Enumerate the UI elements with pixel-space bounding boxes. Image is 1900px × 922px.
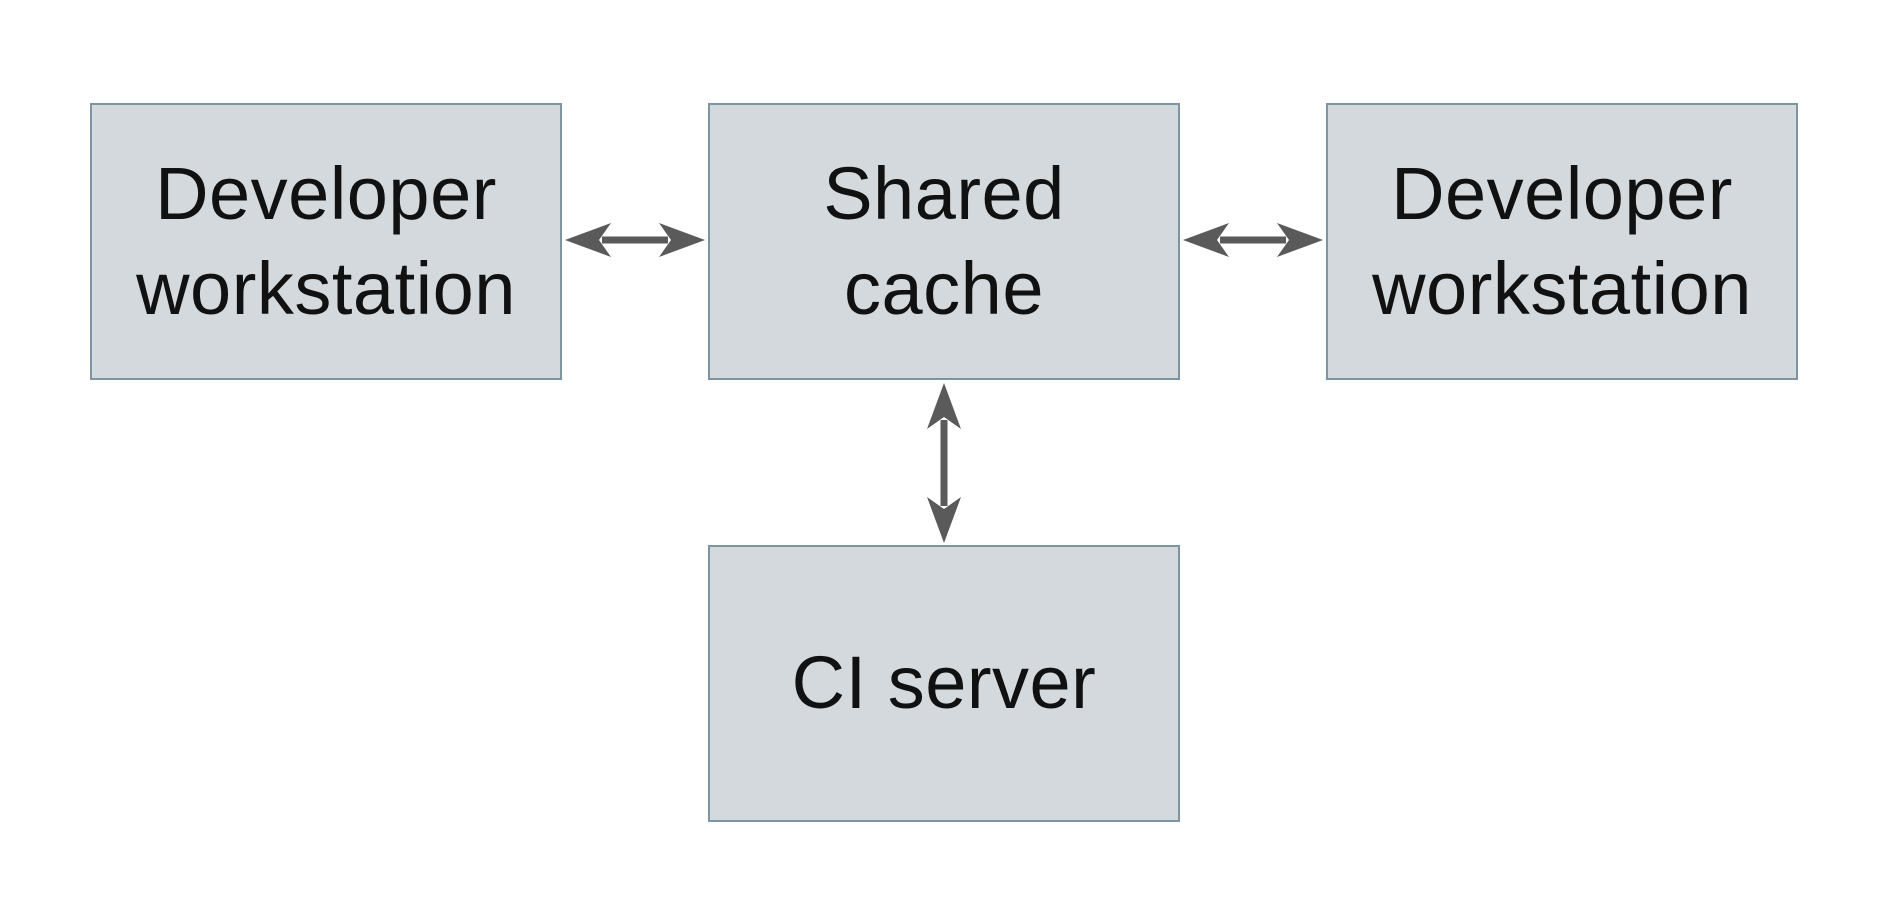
arrow-workstation-left-shared-cache [565,223,705,257]
node-label-developer-workstation-right: Developer workstation [1372,151,1752,330]
node-label-shared-cache: Shared cache [823,151,1065,330]
node-label-developer-workstation-left: Developer workstation [136,151,516,330]
node-label-ci-server: CI server [791,641,1097,725]
node-ci-server: CI server [708,545,1180,822]
arrow-shared-cache-ci-server [927,383,961,543]
node-developer-workstation-left: Developer workstation [90,103,562,380]
node-shared-cache: Shared cache [708,103,1180,380]
arrow-shared-cache-workstation-right [1183,223,1323,257]
node-developer-workstation-right: Developer workstation [1326,103,1798,380]
